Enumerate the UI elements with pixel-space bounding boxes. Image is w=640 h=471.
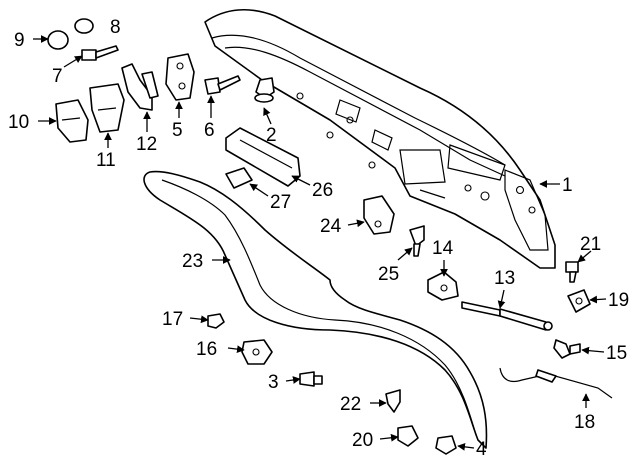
- callout-22: 22: [340, 394, 361, 415]
- hinge-bolt-icon: [204, 75, 241, 95]
- callout-15: 15: [606, 343, 627, 364]
- adjustable-bumper-icon: [241, 339, 273, 365]
- callout-6: 6: [204, 120, 215, 141]
- weatherstrip-seal-icon: [143, 170, 488, 449]
- retainer-icon: [435, 435, 457, 455]
- ball-stud-icon: [553, 339, 581, 359]
- callout-17: 17: [162, 309, 183, 330]
- callout-11: 11: [96, 150, 116, 171]
- release-cable-icon: [499, 367, 613, 399]
- plug-icon: [254, 77, 275, 103]
- latch-bracket-icon: [89, 83, 125, 133]
- callout-23: 23: [182, 251, 203, 272]
- callout-1: 1: [562, 175, 573, 196]
- callout-25: 25: [378, 264, 399, 285]
- callout-5: 5: [172, 120, 183, 141]
- liftgate-panel-icon: [204, 8, 556, 269]
- callout-21: 21: [580, 234, 601, 255]
- callout-19: 19: [608, 290, 629, 311]
- bumper-icon: [409, 225, 425, 257]
- cap-icon: [74, 18, 94, 34]
- callout-3: 3: [268, 372, 279, 393]
- callout-4: 4: [476, 439, 487, 460]
- bracket-icon: [55, 99, 89, 143]
- callout-9: 9: [14, 30, 25, 51]
- callout-16: 16: [196, 339, 217, 360]
- callout-18: 18: [574, 412, 595, 433]
- switch-icon: [225, 167, 253, 189]
- stud-icon: [565, 261, 579, 283]
- plug-disc-icon: [47, 30, 69, 50]
- callout-27: 27: [270, 192, 291, 213]
- latch-icon: [363, 195, 395, 235]
- callout-26: 26: [312, 180, 333, 201]
- clip-icon: [385, 389, 401, 413]
- bolt-icon: [81, 45, 119, 61]
- pin-icon: [299, 371, 323, 387]
- callout-10: 10: [8, 112, 29, 133]
- callout-24: 24: [320, 216, 342, 237]
- callout-labels: 1 2 3 4 5 6 7 8 9 10 11 12 13 14 15 16 1…: [8, 17, 629, 460]
- nut-icon: [207, 313, 225, 329]
- callout-13: 13: [494, 268, 515, 289]
- callout-12: 12: [136, 134, 157, 155]
- lift-support-strut-icon: [461, 301, 553, 331]
- strut-bracket-icon: [427, 271, 459, 301]
- callout-2: 2: [266, 125, 277, 146]
- callout-7: 7: [52, 66, 63, 87]
- callout-14: 14: [432, 238, 454, 259]
- callout-20: 20: [352, 430, 373, 451]
- hinge-icon: [165, 53, 195, 101]
- grommet-icon: [397, 425, 419, 447]
- side-bracket-icon: [121, 63, 159, 111]
- ball-stud-bracket-icon: [567, 289, 591, 313]
- leader-lines: [33, 35, 607, 451]
- callout-8: 8: [110, 17, 121, 38]
